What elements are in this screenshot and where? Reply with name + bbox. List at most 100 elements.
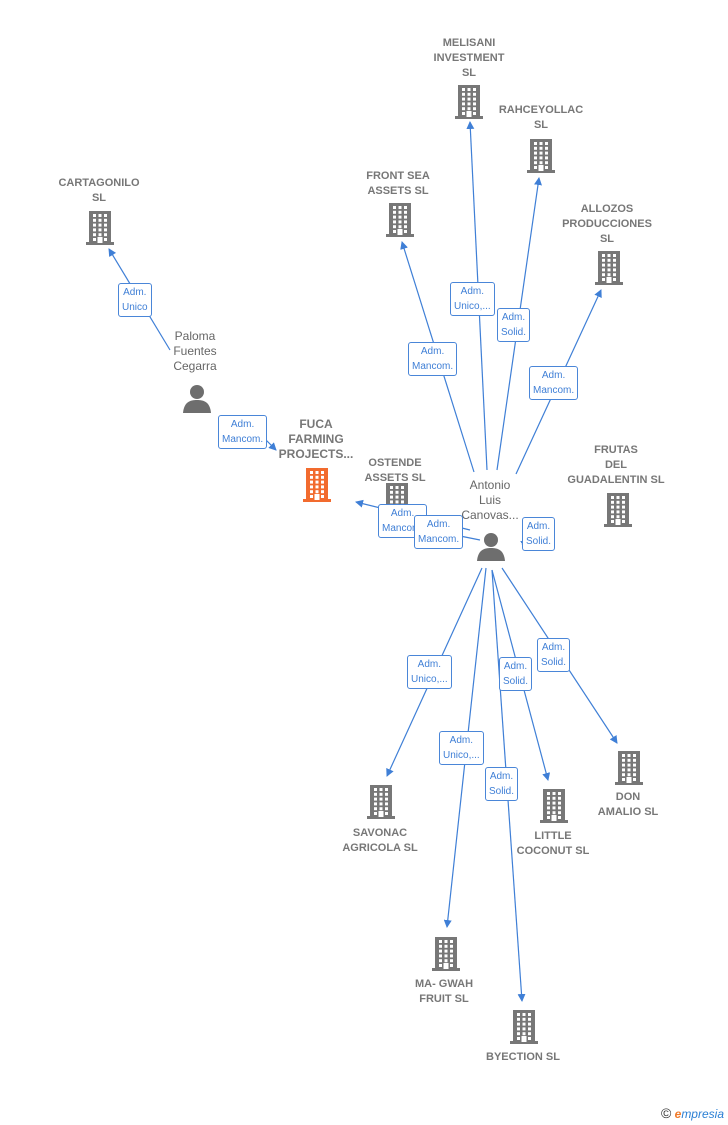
building-icon[interactable] — [454, 84, 484, 125]
node-label-line: SL — [599, 233, 615, 245]
edge-label-antonio-savonac[interactable]: Adm. Unico,... — [407, 655, 452, 689]
node-label-line: FRONT SEA — [366, 170, 430, 182]
edge-label-line: Adm. — [123, 287, 147, 298]
edge-label-line: Adm. — [230, 419, 255, 430]
node-label-line: INVESTMENT — [433, 52, 505, 64]
edge-label-line: Mancom. — [382, 523, 424, 534]
edge-label-antonio-rahceyollac[interactable]: Adm. Solid. — [497, 308, 531, 342]
building-icon[interactable] — [539, 788, 569, 829]
edge-label-antonio-little[interactable]: Adm. Solid. — [499, 657, 533, 691]
edge-label-antonio-allozos[interactable]: Adm. Mancom. — [529, 366, 579, 400]
node-label-frutas[interactable]: FRUTAS DEL GUADALENTIN SL — [567, 443, 664, 488]
building-icon[interactable] — [614, 750, 644, 791]
edge-label-line: Adm. — [460, 286, 485, 297]
edge-label-antonio-melisani[interactable]: Adm. Unico,... — [450, 282, 495, 316]
edge-label-line: Adm. — [526, 521, 551, 532]
node-label-line: PRODUCCIONES — [562, 218, 652, 230]
edge-label-paloma-fuca[interactable]: Adm.Mancom. — [218, 415, 268, 449]
node-label-line: AGRICOLA SL — [342, 842, 418, 854]
node-label-line: BYECTION SL — [486, 1051, 560, 1063]
edge-label-line: Unico,... — [411, 674, 448, 685]
edge-label-antonio-frutas[interactable]: Adm. Solid. — [522, 517, 556, 551]
building-icon[interactable] — [431, 936, 461, 977]
building-icon[interactable] — [509, 1009, 539, 1050]
node-label-line: SL — [91, 192, 107, 204]
node-label-ostende[interactable]: OSTENDE ASSETS SL — [364, 456, 425, 486]
node-label-line: SAVONAC — [352, 827, 408, 839]
node-label-line: GUADALENTIN SL — [567, 474, 665, 486]
building-icon[interactable] — [526, 138, 556, 179]
edge-label-line: Solid. — [501, 327, 527, 338]
node-label-cartagonilo[interactable]: CARTAGONILO SL — [58, 176, 139, 206]
edge-label-paloma-cartagonilo[interactable]: Adm.Unico — [118, 283, 152, 317]
node-label-line: FRUTAS — [594, 444, 638, 456]
edge-label-line: Adm. — [489, 771, 514, 782]
edge-label-line: Adm. — [449, 735, 474, 746]
building-icon[interactable] — [85, 210, 115, 251]
edge-label-line: Adm. — [503, 661, 528, 672]
edge-label-line: Adm. — [417, 659, 442, 670]
node-label-line: LITTLE — [534, 830, 572, 842]
node-label-line: Antonio — [469, 478, 511, 492]
building-icon[interactable] — [366, 784, 396, 825]
node-label-line: DON — [615, 791, 641, 803]
node-label-line: SL — [461, 67, 477, 79]
building-icon[interactable] — [594, 250, 624, 291]
copyright-symbol: © — [660, 1105, 672, 1121]
edge-label-line: Mancom. — [533, 385, 575, 396]
node-label-line: DEL — [604, 459, 627, 471]
building-icon[interactable] — [385, 202, 415, 243]
node-label-line: FRUIT SL — [419, 993, 469, 1005]
edge-label-line: Mancom. — [412, 361, 454, 372]
person-icon[interactable] — [476, 531, 506, 566]
node-label-line: Fuentes — [173, 344, 217, 358]
edge-label-line: Adm. — [541, 642, 566, 653]
node-label-line: MELISANI — [442, 37, 496, 49]
node-label-line: COCONUT SL — [516, 845, 590, 857]
node-label-savonac[interactable]: SAVONAC AGRICOLA SL — [342, 826, 417, 856]
edge-label-line: Adm. — [501, 312, 526, 323]
node-label-melisani[interactable]: MELISANI INVESTMENT SL — [434, 36, 505, 81]
person-icon[interactable] — [182, 383, 212, 418]
edge-label-line: Unico,... — [454, 301, 491, 312]
edge-label-line: Solid. — [541, 657, 567, 668]
building-icon[interactable] — [603, 492, 633, 533]
node-label-line: RAHCEYOLLAC — [498, 104, 584, 116]
edge-label-antonio-byection[interactable]: Adm. Solid. — [485, 767, 519, 801]
edge-label-line: Unico,... — [443, 750, 480, 761]
node-label-line: ASSETS SL — [364, 472, 426, 484]
node-label-line: AMALIO SL — [597, 806, 659, 818]
node-label-line: ALLOZOS — [580, 203, 634, 215]
node-label-byection[interactable]: BYECTION SL — [486, 1050, 560, 1065]
edge-label-antonio-don[interactable]: Adm. Solid. — [537, 638, 571, 672]
edge-label-antonio-fuca[interactable]: Adm.Mancom. — [414, 515, 464, 549]
edge-label-antonio-frontsea[interactable]: Adm.Mancom. — [408, 342, 458, 376]
main-company-building-icon[interactable] — [302, 467, 332, 508]
node-label-line: ASSETS SL — [367, 185, 429, 197]
node-label-little[interactable]: LITTLE COCONUT SL — [517, 829, 590, 859]
node-label-allozos[interactable]: ALLOZOS PRODUCCIONES SL — [562, 202, 652, 247]
empresia-logo[interactable]: empresia — [674, 1107, 724, 1121]
node-label-line: FARMING — [288, 432, 344, 446]
edge-label-line: Adm. — [541, 370, 566, 381]
edge-label-line: Mancom. — [418, 534, 460, 545]
node-label-magwah[interactable]: MA- GWAH FRUIT SL — [415, 977, 473, 1007]
node-label-line: OSTENDE — [368, 457, 422, 469]
edge-label-line: Solid. — [489, 786, 515, 797]
edge-label-antonio-magwah[interactable]: Adm. Unico,... — [439, 731, 484, 765]
edge-label-line: Solid. — [526, 536, 552, 547]
node-label-line: FUCA — [299, 417, 333, 431]
node-label-don[interactable]: DON AMALIO SL — [598, 790, 659, 820]
footer-brand: © empresia — [661, 1105, 724, 1121]
node-label-line: MA- GWAH — [414, 978, 474, 990]
edge-label-line: Solid. — [503, 676, 529, 687]
node-label-line: CARTAGONILO — [58, 177, 140, 189]
node-label-line: Luis — [478, 493, 501, 507]
node-label-frontsea[interactable]: FRONT SEA ASSETS SL — [366, 169, 430, 199]
